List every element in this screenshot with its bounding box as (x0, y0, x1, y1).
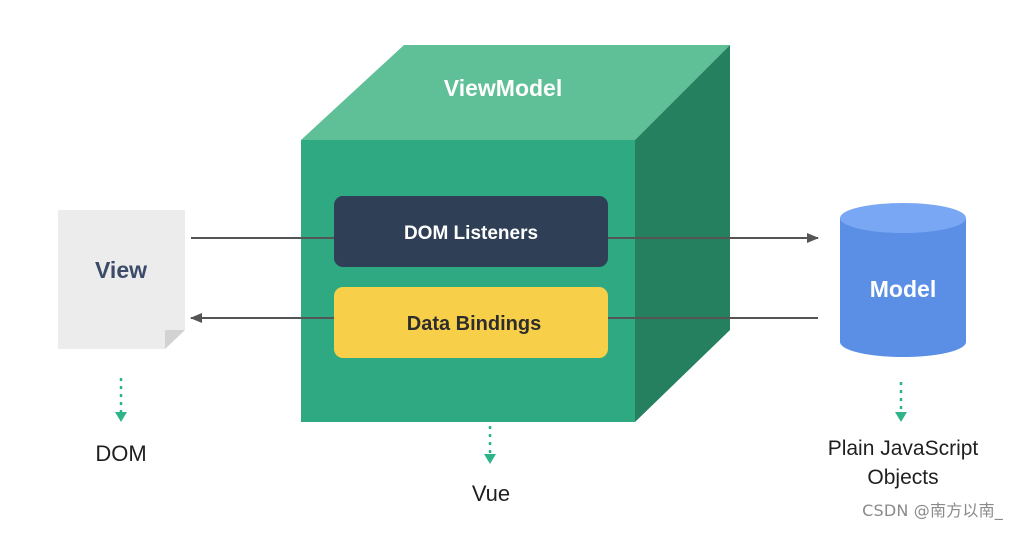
model-dotted-arrow (895, 382, 907, 422)
database-top (840, 203, 966, 233)
vue-caption: Vue (472, 481, 510, 506)
data-bindings-label: Data Bindings (407, 313, 541, 335)
vue-dotted-arrow (484, 426, 496, 464)
dom-listeners-label: DOM Listeners (404, 223, 538, 244)
cube-top-face (301, 45, 730, 140)
view-label: View (95, 257, 147, 283)
model-label: Model (870, 276, 936, 302)
model-cylinder: Model (840, 203, 966, 357)
cube-side-face (635, 45, 730, 422)
cube-front-face (301, 140, 635, 422)
dom-caption: DOM (95, 441, 146, 466)
watermark: CSDN @南方以南_ (862, 501, 1003, 520)
model-caption-line-1: Plain JavaScript (828, 437, 979, 460)
database-icon (840, 218, 966, 357)
model-caption-line-2: Objects (867, 466, 938, 489)
viewmodel-label: ViewModel (444, 75, 562, 101)
dom-listeners-box: DOM Listeners (334, 196, 608, 267)
data-bindings-box: Data Bindings (334, 287, 608, 358)
view-document: View (58, 210, 185, 349)
document-icon (58, 210, 185, 349)
document-fold-corner (165, 330, 185, 349)
view-dotted-arrow (115, 378, 127, 422)
viewmodel-cube: ViewModel (301, 45, 730, 422)
